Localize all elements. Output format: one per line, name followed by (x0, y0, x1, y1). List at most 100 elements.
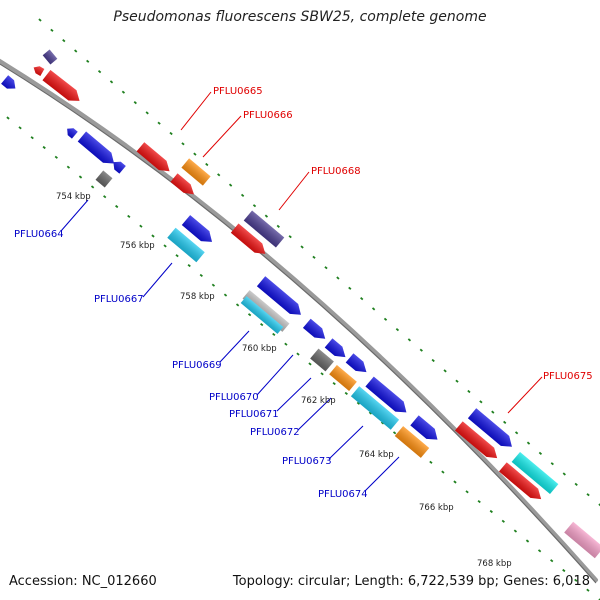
gene-orange-pflu0671[interactable] (329, 365, 357, 391)
tick-dot-outer (50, 28, 54, 32)
tick-dot-inner (477, 500, 481, 504)
gene-aqua-a[interactable] (511, 451, 559, 495)
tick-dot-inner (211, 283, 216, 287)
gene-red-f[interactable] (498, 462, 545, 503)
gene-blue-b[interactable] (64, 125, 78, 139)
map-title: Pseudomonas fluorescens SBW25, complete … (113, 9, 487, 25)
gene-red-d-shade (230, 223, 266, 254)
tick-dot-outer (526, 441, 531, 445)
tick-dot-inner (550, 559, 554, 563)
gene-blue-h[interactable] (324, 338, 350, 361)
tick-dot-outer (121, 90, 126, 94)
tick-dot-inner (163, 244, 167, 248)
tick-dot-outer (145, 111, 149, 115)
gene-blue-g[interactable] (302, 318, 329, 344)
tick-dot-outer (217, 173, 221, 177)
gene-silver-pflu0669[interactable] (242, 290, 290, 332)
tick-dot-outer (74, 49, 78, 53)
tick-dot-inner (344, 391, 348, 395)
gene-label-pflu0675[interactable]: PFLU0675 (543, 371, 593, 382)
tick-dot-outer (419, 348, 423, 352)
gene-cyan-pflu0667[interactable] (167, 227, 205, 263)
scale-label-758kbp: 758 kbp (180, 292, 215, 302)
gene-label-pflu0671[interactable]: PFLU0671 (229, 409, 279, 420)
gene-label-pflu0672[interactable]: PFLU0672 (250, 427, 300, 438)
gene-red-b[interactable] (42, 69, 83, 106)
gene-label-pflu0673[interactable]: PFLU0673 (282, 456, 332, 467)
gene-red-c[interactable] (170, 173, 198, 198)
gene-red-pflu0665[interactable] (136, 142, 174, 176)
gene-blue-k-shade (410, 415, 438, 440)
tick-dot-outer (86, 59, 90, 63)
gene-cyan-pflu0672[interactable] (350, 386, 400, 430)
tick-dot-outer (598, 503, 600, 507)
scale-label-754kbp: 754 kbp (56, 192, 91, 202)
gene-blue-e[interactable] (181, 215, 216, 247)
gene-label-pflu0666[interactable]: PFLU0666 (243, 110, 293, 121)
gene-label-pflu0670[interactable]: PFLU0670 (209, 392, 259, 403)
tick-dot-outer (336, 276, 340, 280)
tick-dot-outer (491, 410, 495, 414)
tick-dot-outer (503, 420, 507, 424)
tick-dot-inner (272, 332, 276, 336)
tick-dot-inner (296, 352, 300, 356)
scale-label-764kbp: 764 kbp (359, 450, 394, 460)
tick-dot-inner (235, 303, 240, 307)
gene-gray-pflu0664-shade (95, 170, 113, 188)
gene-blue-i[interactable] (345, 353, 371, 376)
gene-blue-g-shade (302, 318, 326, 339)
gene-orange-pflu0666[interactable] (181, 158, 211, 186)
gene-label-pflu0668[interactable]: PFLU0668 (311, 166, 361, 177)
gene-purple-a[interactable] (42, 49, 58, 65)
gene-blue-c[interactable] (77, 131, 119, 169)
connector-pflu0675 (507, 376, 543, 414)
gene-blue-j[interactable] (365, 376, 410, 418)
gene-gray-pflu0664[interactable] (95, 170, 113, 188)
gene-purple-pflu0668[interactable] (243, 210, 285, 248)
gene-red-pflu0665-shade (136, 142, 170, 172)
genes-layer (1, 49, 600, 559)
gene-blue-pflu0675[interactable] (467, 408, 516, 451)
scale-label-760kbp: 760 kbp (242, 344, 277, 354)
genome-backbone-shadow (0, 63, 597, 584)
tick-dot-inner (380, 421, 385, 425)
tick-dot-inner (260, 323, 264, 327)
gene-red-a[interactable] (32, 64, 45, 76)
gene-blue-d[interactable] (110, 158, 126, 174)
gene-label-pflu0664[interactable]: PFLU0664 (14, 229, 64, 240)
gene-red-c-shade (170, 173, 194, 195)
connector-pflu0667 (142, 262, 173, 298)
gene-blue-d-shade (113, 161, 126, 174)
gene-label-pflu0667[interactable]: PFLU0667 (94, 294, 144, 305)
gene-blue-f[interactable] (256, 276, 305, 319)
gene-pink-a[interactable] (564, 521, 600, 559)
tick-dot-outer (205, 162, 209, 167)
gene-label-pflu0669[interactable]: PFLU0669 (172, 360, 222, 371)
tick-dot-inner (6, 116, 10, 120)
gene-red-d[interactable] (230, 223, 269, 259)
connector-pflu0670 (256, 354, 294, 396)
tick-dot-inner (320, 372, 324, 376)
tick-dot-inner (284, 342, 288, 346)
tick-dot-inner (429, 460, 433, 464)
topology-text: Topology: circular; Length: 6,722,539 bp… (232, 574, 590, 589)
gene-gray-pflu0670[interactable] (310, 348, 334, 372)
tick-dot-outer (395, 328, 400, 332)
gene-blue-f-shade (256, 276, 301, 315)
gene-red-e[interactable] (454, 421, 501, 462)
gene-blue-k[interactable] (410, 415, 441, 444)
tick-dot-outer (276, 224, 280, 228)
gene-cyan-b[interactable] (240, 296, 284, 334)
gene-blue-a[interactable] (1, 75, 19, 92)
tick-dot-inner (199, 273, 203, 277)
tick-dot-inner (525, 539, 530, 543)
tick-dot-outer (348, 286, 352, 290)
gene-cyan-pflu0667-shade (167, 227, 205, 263)
gene-orange-pflu0674[interactable] (394, 426, 430, 458)
tick-dot-outer (252, 204, 257, 208)
genome-backbone (0, 58, 598, 582)
gene-label-pflu0665[interactable]: PFLU0665 (213, 86, 263, 97)
gene-blue-h-shade (324, 338, 346, 358)
gene-label-pflu0674[interactable]: PFLU0674 (318, 489, 368, 500)
